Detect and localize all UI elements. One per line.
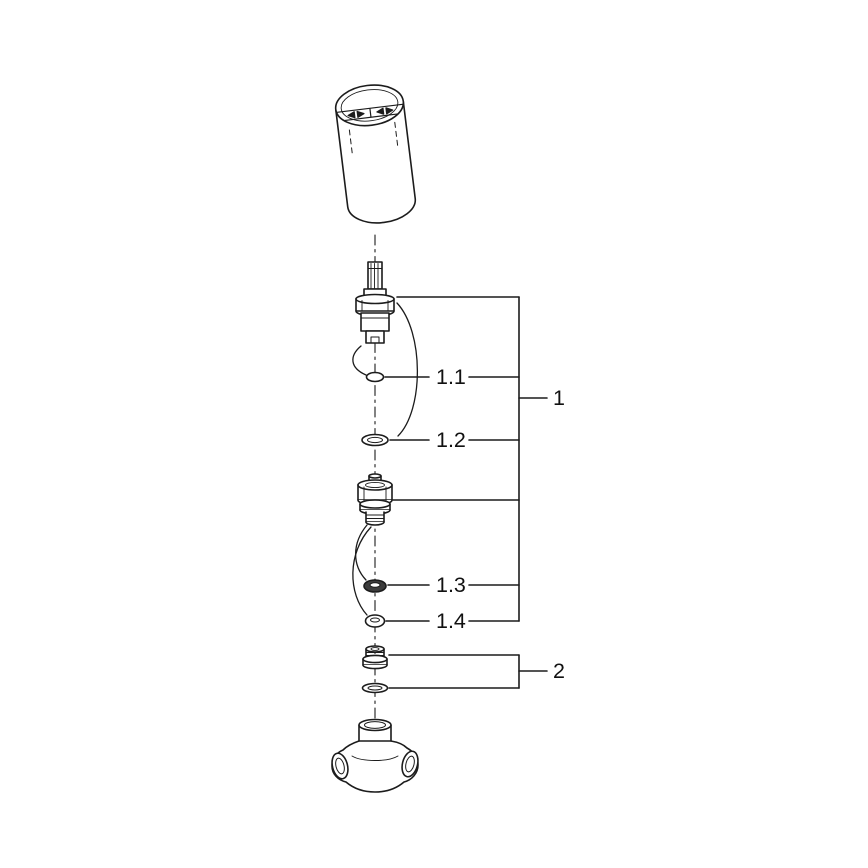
callout-lines: [384, 296, 548, 689]
retaining-nut-1-4: [364, 614, 386, 628]
callout-label-1-3: 1.3: [436, 573, 466, 597]
callout-label-1-4: 1.4: [436, 609, 466, 633]
o-ring-1-1: [365, 371, 385, 383]
seal-ring-1-3: [363, 579, 387, 593]
assembly-arc-to-1-2: [396, 302, 418, 437]
callout-label-group-1: 1: [553, 386, 565, 410]
spindle-extension: [362, 645, 388, 670]
o-ring-2: [361, 682, 389, 694]
callout-labels: 1.1 1.2 1.3 1.4 1 2: [436, 365, 565, 683]
callout-label-group-2: 2: [553, 659, 565, 683]
protective-cap: [334, 84, 417, 224]
valve-body: [331, 718, 419, 793]
cartridge-headpart: [355, 261, 395, 344]
callout-label-1-2: 1.2: [436, 428, 466, 452]
cap-flow-marking-icon: [336, 103, 404, 122]
extension-bushing: [357, 473, 393, 526]
o-ring-1-2: [361, 433, 389, 447]
assembly-arc-to-1-4: [352, 526, 372, 616]
callout-label-1-1: 1.1: [436, 365, 466, 389]
assembly-arc-to-1-1: [352, 345, 367, 376]
